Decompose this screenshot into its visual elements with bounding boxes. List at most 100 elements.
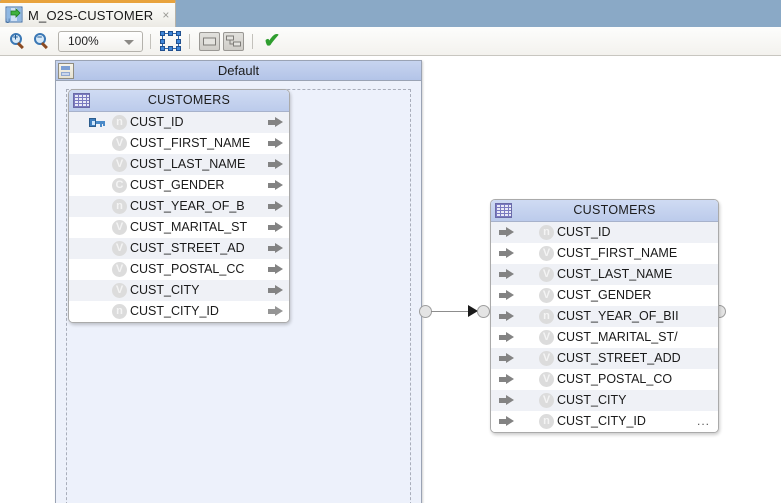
flow-arrow-icon: [468, 305, 478, 317]
column-type-icon: V: [112, 220, 127, 235]
swimlane-title: Default: [217, 63, 260, 78]
zoom-out-icon: −: [33, 32, 51, 50]
column-flow-arrow-icon[interactable]: [499, 269, 514, 280]
column-name: CUST_POSTAL_CC: [130, 262, 245, 276]
column-flow-arrow-icon[interactable]: [268, 117, 283, 128]
column-type-icon: n: [539, 309, 554, 324]
column-flow-arrow-icon[interactable]: [499, 332, 514, 343]
column-name: CUST_CITY_ID: [130, 304, 219, 318]
column-type-icon: V: [112, 283, 127, 298]
column-flow-arrow-icon[interactable]: [499, 395, 514, 406]
zoom-out-button[interactable]: −: [30, 30, 54, 53]
column-flow-arrow-icon[interactable]: [268, 138, 283, 149]
column-flow-arrow-icon[interactable]: [268, 180, 283, 191]
column-type-icon: V: [539, 330, 554, 345]
column-name: CUST_STREET_AD: [130, 241, 245, 255]
column-name: CUST_ID: [557, 225, 611, 239]
column-flow-arrow-icon[interactable]: [499, 416, 514, 427]
column-name: CUST_LAST_NAME: [557, 267, 673, 281]
column-flow-arrow-icon[interactable]: [268, 201, 283, 212]
auto-layout-icon: [222, 31, 244, 51]
validate-button[interactable]: ✔: [260, 30, 284, 53]
entity-header[interactable]: CUSTOMERS: [491, 200, 718, 222]
table-icon: [495, 203, 512, 218]
column-name: CUST_MARITAL_ST/: [557, 330, 678, 344]
column-flow-arrow-icon[interactable]: [268, 243, 283, 254]
column-type-icon: n: [539, 414, 554, 429]
show-attributes-button[interactable]: [197, 30, 221, 53]
column-name: CUST_LAST_NAME: [130, 157, 246, 171]
fit-to-selection-icon: [159, 31, 181, 51]
validate-check-icon: ✔: [263, 30, 281, 52]
auto-layout-button[interactable]: [221, 30, 245, 53]
column-type-icon: V: [539, 288, 554, 303]
zoom-level-value: 100%: [68, 34, 99, 48]
entity-title: CUSTOMERS: [147, 93, 231, 107]
target-port-left[interactable]: [477, 305, 490, 318]
entity-header[interactable]: CUSTOMERS: [69, 90, 289, 112]
column-flow-arrow-icon[interactable]: [268, 306, 283, 317]
column-type-icon: n: [112, 199, 127, 214]
column-type-icon: V: [112, 136, 127, 151]
column-flow-arrow-icon[interactable]: [499, 311, 514, 322]
zoom-in-icon: +: [9, 32, 27, 50]
column-flow-arrow-icon[interactable]: [499, 353, 514, 364]
zoom-in-button[interactable]: +: [6, 30, 30, 53]
column-name: CUST_MARITAL_ST: [130, 220, 248, 234]
column-name: CUST_GENDER: [130, 178, 225, 192]
column-flow-arrow-icon[interactable]: [268, 222, 283, 233]
entity-title: CUSTOMERS: [573, 203, 656, 217]
column-type-icon: V: [112, 262, 127, 277]
more-columns-indicator[interactable]: ...: [696, 414, 710, 428]
column-flow-arrow-icon[interactable]: [268, 285, 283, 296]
mapping-editor-icon: U: [5, 6, 23, 25]
zoom-level-select[interactable]: 100%: [58, 30, 143, 52]
column-type-icon: n: [112, 304, 127, 319]
column-type-icon: V: [112, 157, 127, 172]
chevron-down-icon[interactable]: [124, 39, 134, 45]
column-flow-arrow-icon[interactable]: [499, 248, 514, 259]
column-name: CUST_GENDER: [557, 288, 652, 302]
column-type-icon: V: [539, 393, 554, 408]
column-flow-arrow-icon[interactable]: [268, 264, 283, 275]
connector-line[interactable]: [431, 311, 476, 312]
toolbar-separator: [189, 33, 190, 49]
svg-text:U: U: [6, 19, 10, 24]
close-icon[interactable]: ×: [162, 8, 170, 22]
swimlane-header[interactable]: Default: [56, 61, 421, 81]
column-flow-arrow-icon[interactable]: [499, 374, 514, 385]
tab-m-o2s-customer[interactable]: U M_O2S-CUSTOMER ×: [0, 0, 177, 27]
column-type-icon: V: [539, 351, 554, 366]
swimlane-icon: [58, 62, 74, 79]
column-flow-arrow-icon[interactable]: [499, 290, 514, 301]
tab-title: M_O2S-CUSTOMER: [28, 7, 154, 23]
fit-to-selection-button[interactable]: [158, 30, 182, 53]
column-flow-arrow-icon[interactable]: [268, 159, 283, 170]
column-flow-arrow-icon[interactable]: [499, 227, 514, 238]
